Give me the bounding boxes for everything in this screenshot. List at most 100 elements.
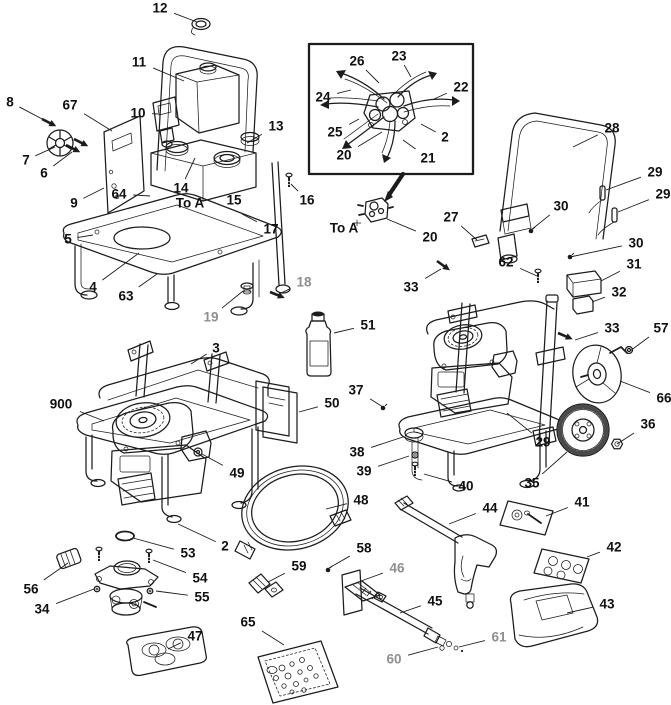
- part-number-label: 36: [640, 417, 656, 432]
- leader-line: [519, 267, 538, 277]
- callout-14: 14: [173, 157, 196, 196]
- callout-46: 46: [360, 561, 405, 582]
- callout-29: 29: [506, 412, 551, 450]
- callout-56: 56: [23, 562, 69, 597]
- leader-line: [133, 194, 151, 197]
- leader-line: [506, 412, 533, 434]
- callout-4: 4: [89, 252, 140, 295]
- leader-line: [423, 473, 453, 483]
- callout-21: 21: [402, 139, 436, 166]
- callout-5: 5: [64, 232, 94, 247]
- part-number-label: 39: [356, 464, 371, 479]
- callout-32: 32: [591, 285, 627, 303]
- leader-line: [433, 92, 448, 100]
- callout-27: 27: [443, 210, 478, 241]
- pump-assembly-art: [56, 530, 207, 677]
- callout-30: 30: [569, 236, 644, 258]
- part-number-label: 38: [349, 445, 365, 460]
- part-number-label: 65: [240, 615, 256, 630]
- part-number-label: 55: [194, 590, 210, 605]
- callout-33: 33: [403, 268, 442, 295]
- callout-44: 44: [448, 501, 498, 525]
- callout-40: 40: [423, 473, 474, 494]
- callout-12: 12: [152, 1, 198, 23]
- leader-line: [600, 270, 621, 282]
- part-number-label: 26: [349, 54, 365, 69]
- callout-55: 55: [155, 590, 210, 605]
- callout-11: 11: [132, 55, 185, 82]
- leader-line: [407, 646, 439, 656]
- leader-line: [574, 332, 599, 341]
- part-number-label: 66: [656, 391, 671, 406]
- leader-line: [19, 106, 45, 121]
- leader-line: [616, 432, 635, 445]
- callout-7: 7: [22, 146, 56, 168]
- callout-37: 37: [348, 383, 384, 408]
- callout-45: 45: [399, 594, 443, 614]
- callout-33: 33: [574, 321, 620, 341]
- leader-line: [152, 67, 185, 82]
- part-number-label: 47: [187, 629, 202, 644]
- part-number-label: 60: [386, 652, 401, 667]
- part-number-label: 29: [647, 165, 662, 180]
- leader-line: [333, 327, 354, 334]
- callout-61: 61: [458, 630, 507, 648]
- part-number-label: 41: [574, 495, 590, 510]
- leader-line: [241, 213, 258, 223]
- leader-line: [267, 572, 286, 583]
- callout-18: 18: [276, 275, 312, 296]
- callout-16: 16: [290, 183, 315, 208]
- leader-line: [77, 234, 94, 238]
- leader-line: [290, 183, 299, 192]
- part-number-label: 53: [180, 546, 196, 561]
- part-number-label: 2: [221, 539, 229, 554]
- callout-47: 47: [167, 629, 203, 650]
- callout-54: 54: [152, 559, 208, 586]
- part-number-label: 64: [111, 187, 127, 202]
- leader-line: [569, 245, 622, 258]
- part-number-label: 11: [132, 55, 147, 70]
- callout-29: 29: [617, 187, 671, 213]
- callout-31: 31: [600, 257, 642, 282]
- leader-line: [541, 451, 568, 475]
- part-number-label: 22: [453, 80, 468, 95]
- leader-line: [79, 411, 105, 422]
- leader-line: [424, 268, 442, 279]
- leader-line: [357, 131, 383, 147]
- part-number-label: 9: [70, 196, 78, 211]
- part-number-label: 45: [427, 594, 443, 609]
- part-number-label: 61: [491, 630, 507, 645]
- callout-24: 24: [315, 90, 352, 105]
- part-number-label: 2: [441, 130, 449, 145]
- leader-line: [386, 218, 417, 232]
- part-number-label: 6: [40, 166, 48, 181]
- callout-8: 8: [6, 95, 45, 121]
- callout-34: 34: [34, 588, 95, 617]
- leader-line: [325, 503, 348, 510]
- callout-2: 2: [177, 523, 229, 554]
- reference-label-to-a: To A: [330, 221, 359, 236]
- frame-assembly-art: [39, 17, 293, 316]
- part-number-label: 32: [611, 285, 626, 300]
- callout-64: 64: [111, 187, 151, 202]
- leader-line: [458, 640, 485, 648]
- part-number-label: 67: [62, 98, 77, 113]
- cart-assembly-left-art: [76, 340, 270, 524]
- leader-line: [167, 642, 182, 650]
- part-number-label: 46: [389, 561, 405, 576]
- callout-28: 28: [572, 121, 620, 148]
- leader-line: [530, 214, 551, 231]
- leader-line: [460, 225, 478, 241]
- pump-detail-art: [352, 171, 490, 248]
- spray-gun-art: [394, 495, 498, 609]
- leader-line: [152, 559, 187, 574]
- leader-line: [201, 453, 224, 466]
- part-number-label: 19: [203, 310, 218, 325]
- leader-line: [586, 551, 601, 558]
- part-number-label: 49: [229, 466, 244, 481]
- callout-13: 13: [246, 119, 284, 144]
- part-number-label: 57: [653, 321, 668, 336]
- callout-43: 43: [566, 597, 615, 614]
- part-number-label: 56: [23, 582, 39, 597]
- leader-line: [35, 146, 56, 157]
